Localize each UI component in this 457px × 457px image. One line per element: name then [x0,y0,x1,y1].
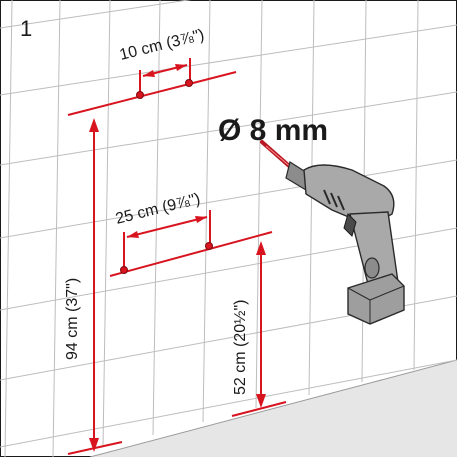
lower-hole-right [205,242,213,250]
lower-spacing-arrow-left [127,231,139,238]
lower-reference-line [109,231,273,277]
drill-icon [260,140,405,325]
lower-height-label: 52 cm (20½") [232,300,249,396]
floor-edge [89,359,457,457]
top-height-arrow-up [89,118,99,132]
lower-hole-left [120,266,128,274]
top-height-dimension: 94 cm (37") [64,118,123,455]
top-spacing-arrow-right [175,64,187,71]
top-height-label: 94 cm (37") [64,278,81,360]
top-height-floor-mark [67,441,123,455]
step-number: 1 [20,16,32,41]
lower-spacing-line [126,216,208,238]
top-spacing-arrow-left [143,70,155,77]
lower-height-arrow-up [256,241,266,255]
top-hole-left [136,91,144,99]
lower-spacing-arrow-right [195,216,207,223]
drill-trigger [343,213,357,237]
drill-bit-size-label: Ø 8 mm [218,114,328,147]
lower-height-dimension: 52 cm (20½") [231,241,287,417]
lower-height-floor-mark [231,401,287,417]
top-height-arrow-down [89,438,99,452]
drill-body [303,164,395,227]
top-reference-line [67,71,237,116]
drill-battery [347,273,405,325]
lower-height-arrow-down [256,394,266,408]
top-hole-right [185,79,193,87]
